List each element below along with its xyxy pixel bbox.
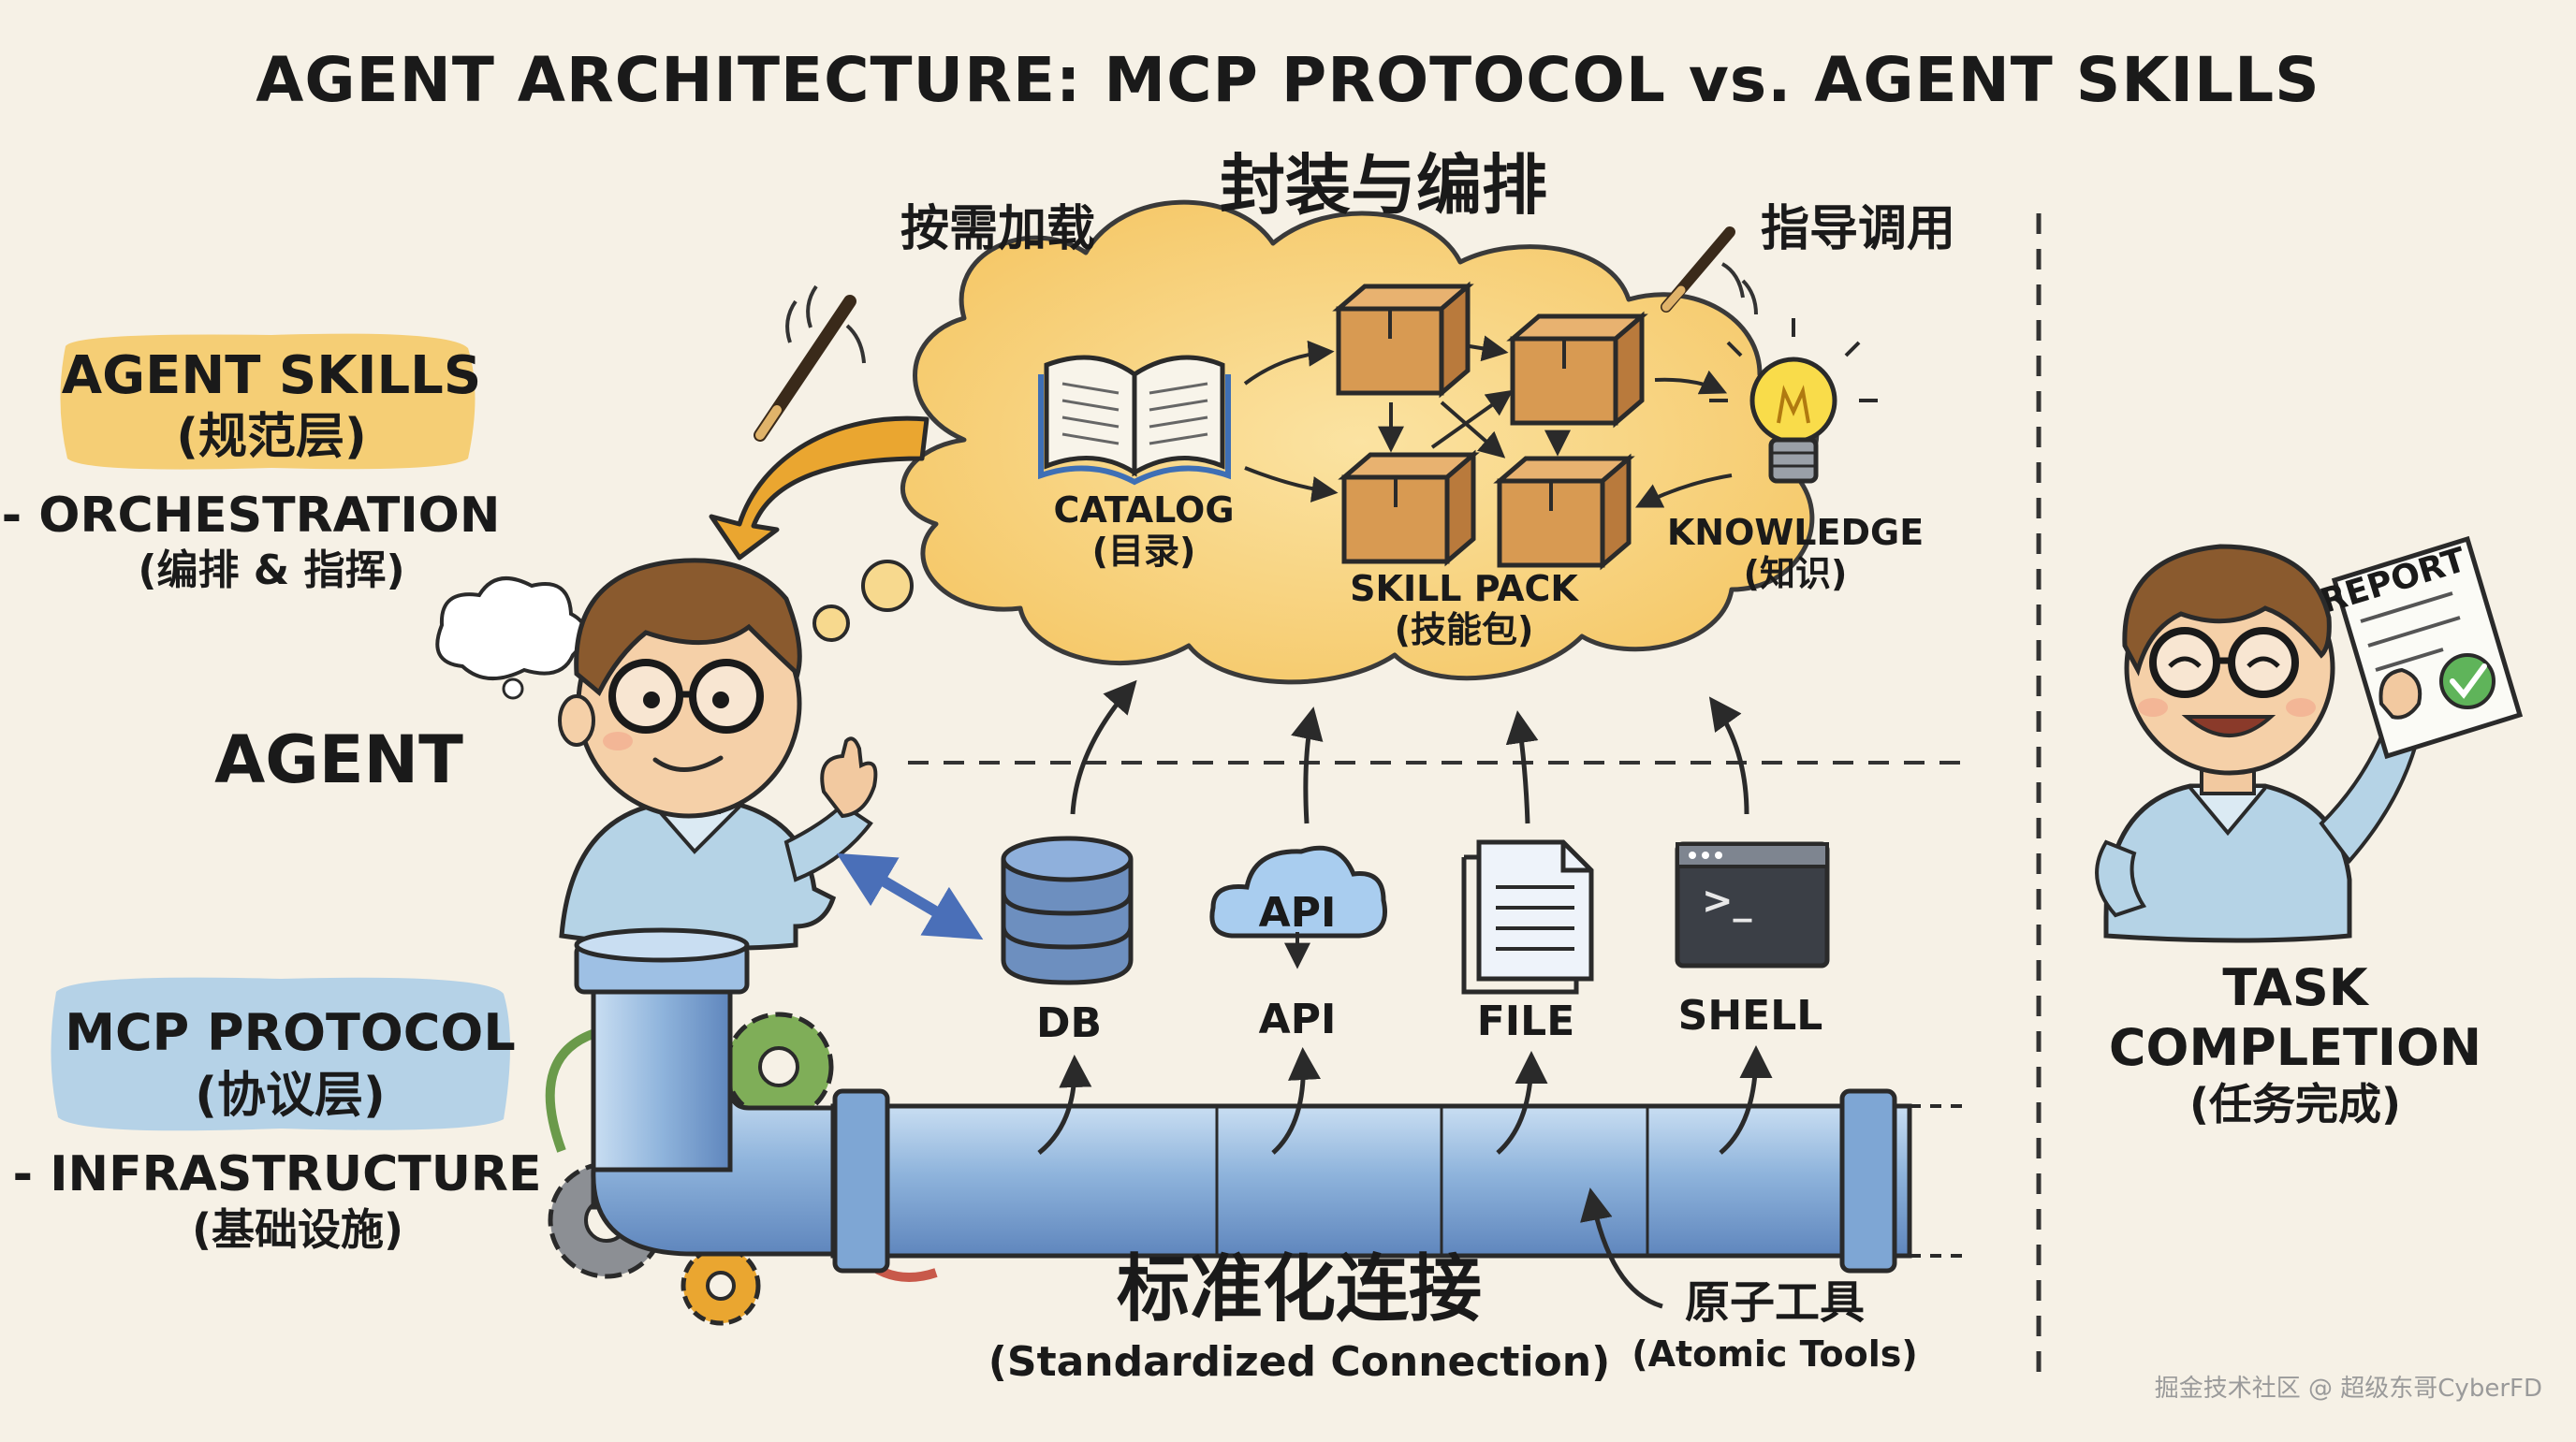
- skill-box-icon: [1338, 449, 1480, 567]
- standardized-connection-en: (Standardized Connection): [988, 1338, 1610, 1386]
- agent-label: AGENT: [214, 721, 463, 798]
- catalog-label: CATALOG: [1053, 489, 1234, 531]
- knowledge-label: KNOWLEDGE: [1667, 512, 1924, 553]
- atomic-tools-en: (Atomic Tools): [1632, 1333, 1918, 1375]
- watermark: 掘金技术社区 @ 超级东哥CyberFD: [2155, 1375, 2542, 1403]
- orchestration-label-cn: (编排 & 指挥): [138, 546, 404, 594]
- lightbulb-icon: [1709, 318, 1878, 484]
- file-document-icon: [1461, 839, 1594, 995]
- page-title: AGENT ARCHITECTURE: MCP PROTOCOL vs. AGE…: [256, 44, 2320, 116]
- agent-character: [435, 558, 914, 951]
- load-skills-arrow: [709, 415, 929, 561]
- terminal-prompt-text: >_: [1702, 880, 1752, 923]
- cloud-flow-arrows: [1243, 335, 1733, 508]
- catalog-book-icon: [1038, 355, 1231, 486]
- skills-layer-subtitle: (规范层): [176, 409, 367, 465]
- mcp-layer-title: MCP PROTOCOL: [65, 1003, 516, 1062]
- tool-label-shell: SHELL: [1678, 992, 1823, 1040]
- api-cloud-icon: API: [1209, 845, 1387, 969]
- skill-pack-label: SKILL PACK: [1350, 568, 1579, 609]
- magic-wand-left-icon: [754, 284, 866, 442]
- database-icon: [1001, 836, 1134, 985]
- skills-layer-title: AGENT SKILLS: [62, 345, 481, 406]
- atomic-tools-arrow: [1580, 1187, 1663, 1309]
- atomic-tools-cn: 原子工具: [1685, 1276, 1865, 1329]
- orchestration-label: - ORCHESTRATION: [2, 488, 501, 544]
- skill-box-icon: [1506, 311, 1648, 429]
- tool-label-file: FILE: [1477, 998, 1575, 1045]
- tool-label-db: DB: [1036, 999, 1102, 1047]
- skill-box-icon: [1493, 453, 1635, 571]
- mcp-layer-label: MCP PROTOCOL (协议层): [51, 977, 516, 1131]
- mcp-layer-subtitle: (协议层): [195, 1068, 386, 1124]
- load-on-demand-note: 按需加载: [900, 201, 1095, 257]
- infrastructure-label-cn: (基础设施): [192, 1204, 403, 1255]
- gear-icon: [724, 1012, 834, 1122]
- agent-db-double-arrow: [836, 852, 984, 940]
- standardized-connection-cn: 标准化连接: [1117, 1247, 1482, 1332]
- skills-heading: 封装与编排: [1220, 147, 1547, 224]
- gear-icon: [681, 1245, 761, 1326]
- report-document-icon: REPORT: [2316, 535, 2524, 760]
- task-completion-line1: TASK: [2222, 958, 2369, 1017]
- api-icon-text: API: [1259, 889, 1337, 937]
- completion-character: REPORT: [2095, 535, 2524, 943]
- infrastructure-label: - INFRASTRUCTURE: [13, 1146, 542, 1202]
- skill-box-icon: [1332, 281, 1474, 399]
- guide-call-note: 指导调用: [1761, 201, 1955, 257]
- tool-label-api: API: [1259, 996, 1337, 1043]
- catalog-label-cn: (目录): [1092, 531, 1196, 572]
- tool-to-skill-arrows: [1070, 679, 1749, 824]
- skill-pack-label-cn: (技能包): [1395, 609, 1534, 650]
- terminal-icon: >_: [1675, 841, 1830, 969]
- skills-layer-label: AGENT SKILLS (规范层): [60, 333, 481, 470]
- task-completion-line2: COMPLETION: [2109, 1018, 2481, 1077]
- magic-wand-right-icon: [1661, 226, 1758, 315]
- task-completion-line3: (任务完成): [2189, 1079, 2401, 1129]
- knowledge-label-cn: (知识): [1744, 553, 1848, 594]
- mcp-pipe: [545, 927, 1966, 1326]
